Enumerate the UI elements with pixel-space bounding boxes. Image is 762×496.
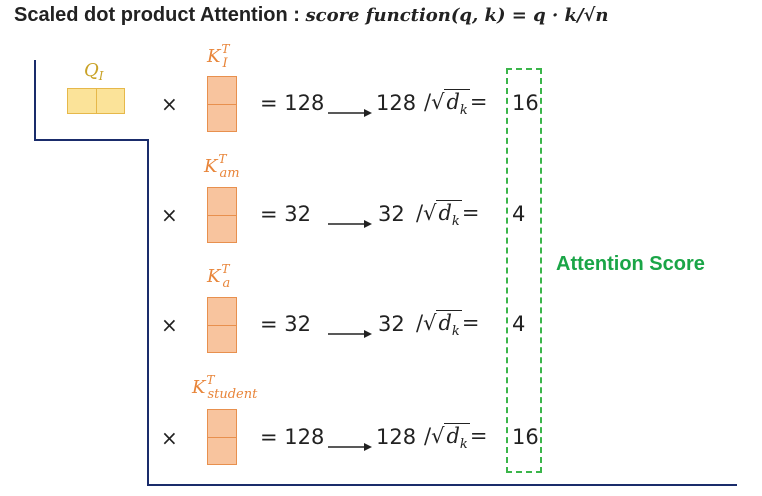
- radicand: d: [438, 311, 452, 335]
- multiply-symbol-1: ×: [161, 92, 178, 116]
- query-vector: [67, 88, 125, 114]
- radicand: d: [438, 201, 452, 225]
- dot-product-2: = 32: [260, 202, 311, 226]
- radicand-subscript: k: [459, 103, 468, 119]
- scaled-numerator-3: 32: [378, 312, 405, 336]
- query-label-subscript: I: [98, 69, 104, 83]
- equals-symbol: =: [469, 90, 488, 114]
- title-text: Scaled dot product Attention :: [14, 4, 306, 26]
- key-label-superscript: T: [221, 42, 230, 56]
- key-label-superscript: T: [206, 373, 215, 387]
- key-label-1: KTI: [207, 42, 230, 71]
- attention-score-2: 4: [512, 202, 526, 226]
- frame-line-bottom: [147, 484, 737, 486]
- key-label-2: KTam: [204, 152, 240, 181]
- scaled-numerator-2: 32: [378, 202, 405, 226]
- key-label-3: KTa: [207, 262, 230, 291]
- key-label-letter: K: [207, 46, 221, 67]
- key-label-superscript: T: [218, 152, 227, 166]
- diagram-title: Scaled dot product Attention : score fun…: [14, 4, 608, 27]
- arrow-2: [328, 214, 372, 233]
- frame-line-left-top: [34, 60, 36, 140]
- scaled-numerator-1: 128: [376, 91, 417, 115]
- slash-symbol: /: [424, 424, 432, 448]
- sqrt-icon: √: [423, 201, 437, 225]
- key-label-subscript: a: [222, 276, 231, 291]
- arrow-icon: [328, 443, 372, 451]
- scale-divisor-4: /√dk=: [424, 423, 488, 453]
- radicand: d: [446, 424, 460, 448]
- scale-divisor-2: /√dk=: [416, 200, 480, 230]
- key-vector-1: [207, 76, 237, 132]
- key-label-letter: K: [204, 156, 218, 177]
- frame-line-left-lower: [147, 139, 149, 485]
- arrow-icon: [328, 330, 372, 338]
- key-label-letter: K: [207, 266, 221, 287]
- equals-symbol: =: [461, 201, 480, 225]
- radicand: d: [446, 90, 460, 114]
- attention-score-highlight: [506, 68, 542, 473]
- key-label-4: KTstudent: [192, 373, 257, 402]
- scale-divisor-3: /√dk=: [416, 310, 480, 340]
- sqrt-icon: √: [431, 90, 445, 114]
- arrow-icon: [328, 220, 372, 228]
- arrow-4: [328, 437, 372, 456]
- slash-symbol: /: [416, 201, 424, 225]
- key-label-subscript: I: [222, 56, 228, 71]
- dot-product-3: = 32: [260, 312, 311, 336]
- radicand-subscript: k: [459, 437, 468, 453]
- slash-symbol: /: [416, 311, 424, 335]
- key-vector-3: [207, 297, 237, 353]
- sqrt-icon: √: [423, 311, 437, 335]
- attention-score-4: 16: [512, 425, 539, 449]
- arrow-1: [328, 103, 372, 122]
- key-label-superscript: T: [221, 262, 230, 276]
- dot-product-1: = 128: [260, 91, 325, 115]
- multiply-symbol-2: ×: [161, 203, 178, 227]
- key-vector-4: [207, 409, 237, 465]
- key-label-subscript: student: [207, 387, 258, 402]
- key-vector-2: [207, 187, 237, 243]
- attention-score-1: 16: [512, 91, 539, 115]
- arrow-3: [328, 324, 372, 343]
- scaled-numerator-4: 128: [376, 425, 417, 449]
- equals-symbol: =: [469, 424, 488, 448]
- multiply-symbol-3: ×: [161, 313, 178, 337]
- equals-symbol: =: [461, 311, 480, 335]
- dot-product-4: = 128: [260, 425, 325, 449]
- slash-symbol: /: [424, 90, 432, 114]
- radicand-subscript: k: [451, 324, 460, 340]
- arrow-icon: [328, 109, 372, 117]
- sqrt-icon: √: [431, 424, 445, 448]
- attention-score-3: 4: [512, 312, 526, 336]
- radicand-subscript: k: [451, 214, 460, 230]
- key-label-letter: K: [192, 377, 206, 398]
- scale-divisor-1: /√dk=: [424, 89, 488, 119]
- multiply-symbol-4: ×: [161, 426, 178, 450]
- key-label-subscript: am: [219, 166, 240, 181]
- query-label: QI: [84, 60, 104, 83]
- frame-line-top-horizontal: [34, 139, 148, 141]
- query-label-letter: Q: [84, 60, 99, 81]
- attention-score-label: Attention Score: [556, 253, 705, 275]
- title-formula: score function(q, k) = q · k/√n: [305, 5, 609, 26]
